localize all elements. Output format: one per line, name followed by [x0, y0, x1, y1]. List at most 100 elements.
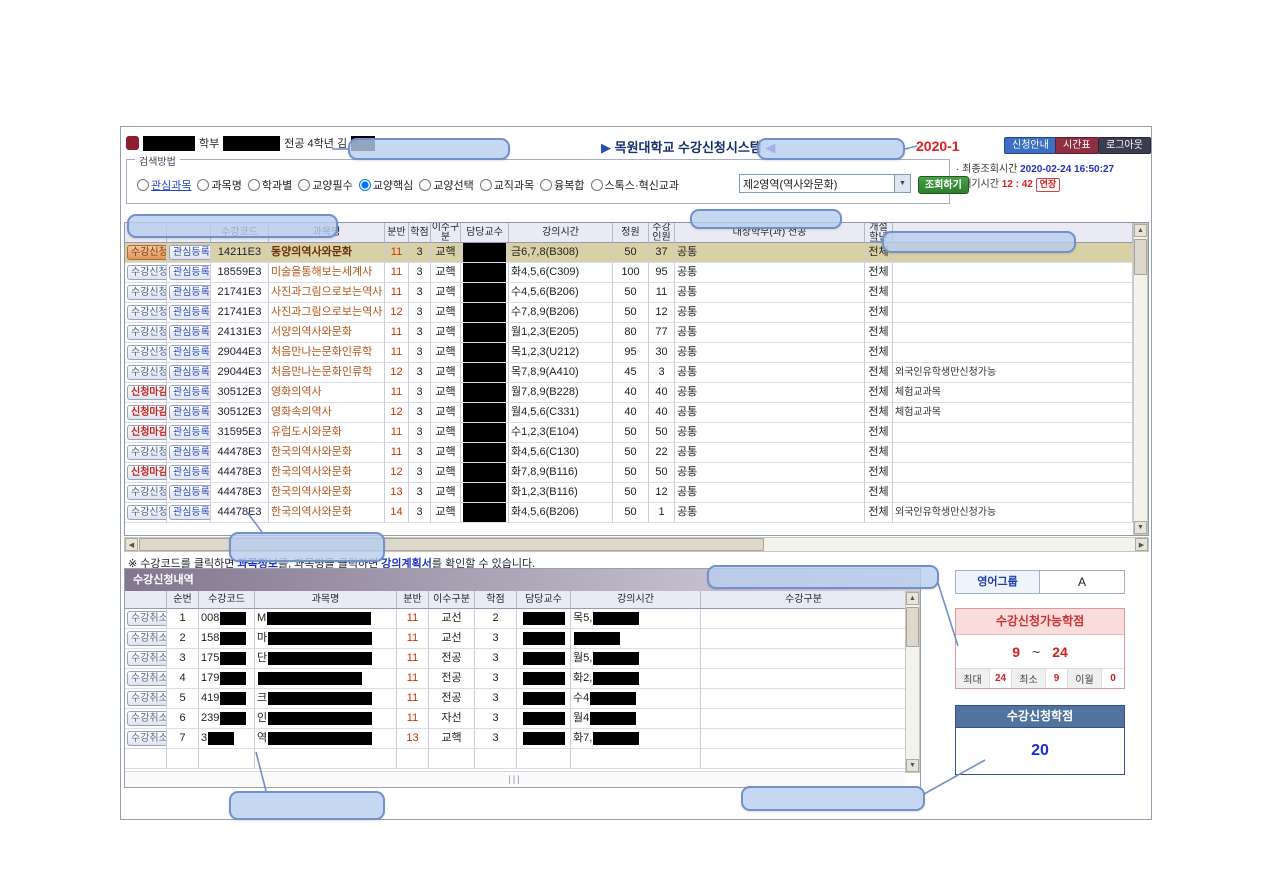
- course-name-link[interactable]: 처음만나는문화인류학: [269, 363, 385, 383]
- register-button[interactable]: 수강신청: [127, 304, 166, 320]
- search-option[interactable]: 학과별: [247, 177, 292, 193]
- course-code-link[interactable]: 30512E3: [211, 403, 269, 423]
- course-code-link[interactable]: 21741E3: [211, 303, 269, 323]
- wishlist-button[interactable]: 관심등록: [169, 364, 210, 380]
- scroll-left-icon[interactable]: ◀: [125, 538, 138, 551]
- course-table-vscrollbar[interactable]: ▲ ▼: [1133, 223, 1148, 535]
- timetable-button[interactable]: 시간표: [1055, 137, 1099, 154]
- register-button[interactable]: 수강신청: [127, 264, 166, 280]
- search-option[interactable]: 관심과목: [137, 177, 191, 193]
- course-code-link[interactable]: 44478E3: [211, 483, 269, 503]
- course-code-link[interactable]: 18559E3: [211, 263, 269, 283]
- enrolled-vscrollbar[interactable]: ▲ ▼: [905, 591, 920, 773]
- search-option-radio[interactable]: [419, 179, 432, 191]
- wishlist-button[interactable]: 관심등록: [169, 424, 210, 440]
- course-name-link[interactable]: 유럽도시와문화: [269, 423, 385, 443]
- scroll-up-icon[interactable]: ▲: [906, 592, 919, 605]
- scroll-down-icon[interactable]: ▼: [906, 759, 919, 772]
- register-button[interactable]: 수강신청: [127, 484, 166, 500]
- course-name-link[interactable]: 한국의역사와문화: [269, 503, 385, 523]
- course-code-link[interactable]: 44478E3: [211, 463, 269, 483]
- register-button[interactable]: 수강신청: [127, 324, 166, 340]
- course-name-link[interactable]: 영화의역사: [269, 383, 385, 403]
- wishlist-button[interactable]: 관심등록: [169, 464, 210, 480]
- cancel-registration-button[interactable]: 수강취소: [127, 610, 166, 626]
- course-code-link[interactable]: 29044E3: [211, 363, 269, 383]
- course-code-link[interactable]: 21741E3: [211, 283, 269, 303]
- search-option[interactable]: 교양선택: [419, 177, 474, 193]
- course-name-link[interactable]: 한국의역사와문화: [269, 443, 385, 463]
- search-option[interactable]: 과목명: [197, 177, 242, 193]
- register-button[interactable]: 수강신청: [127, 344, 166, 360]
- search-option-radio[interactable]: [298, 179, 311, 191]
- search-button[interactable]: 조회하기: [918, 176, 969, 194]
- search-option-radio[interactable]: [197, 179, 210, 191]
- course-name-link[interactable]: 한국의역사와문화: [269, 483, 385, 503]
- course-name-link[interactable]: 사진과그림으로보는역사: [269, 283, 385, 303]
- search-option[interactable]: 융복합: [540, 177, 585, 193]
- cancel-registration-button[interactable]: 수강취소: [127, 630, 166, 646]
- wishlist-button[interactable]: 관심등록: [169, 324, 210, 340]
- select-arrow-icon[interactable]: ▼: [894, 175, 910, 192]
- course-code-link[interactable]: 29044E3: [211, 343, 269, 363]
- wishlist-button[interactable]: 관심등록: [169, 284, 210, 300]
- syllabus-link[interactable]: 강의계획서: [381, 558, 432, 570]
- register-button[interactable]: 수강신청: [127, 444, 166, 460]
- cancel-registration-button[interactable]: 수강취소: [127, 670, 166, 686]
- extend-button[interactable]: 연장: [1035, 177, 1061, 192]
- course-code-link[interactable]: 31595E3: [211, 423, 269, 443]
- course-code-link[interactable]: 24131E3: [211, 323, 269, 343]
- search-option-radio[interactable]: [137, 179, 149, 191]
- resize-grip-icon[interactable]: |||: [508, 774, 522, 784]
- search-option-radio[interactable]: [358, 179, 371, 191]
- course-name-link[interactable]: 처음만나는문화인류학: [269, 343, 385, 363]
- cancel-registration-button[interactable]: 수강취소: [127, 730, 166, 746]
- guide-button[interactable]: 신청안내: [1004, 137, 1057, 154]
- cancel-registration-button[interactable]: 수강취소: [127, 690, 166, 706]
- wishlist-button[interactable]: 관심등록: [169, 344, 210, 360]
- register-button[interactable]: 수강신청: [127, 504, 166, 520]
- search-option-radio[interactable]: [479, 179, 492, 191]
- search-option[interactable]: 교양핵심: [358, 177, 413, 193]
- cancel-registration-button[interactable]: 수강취소: [127, 710, 166, 726]
- wishlist-button[interactable]: 관심등록: [169, 444, 210, 460]
- cancel-registration-button[interactable]: 수강취소: [127, 650, 166, 666]
- course-name-link[interactable]: 영화속의역사: [269, 403, 385, 423]
- registration-closed-button[interactable]: 신청마감: [127, 384, 166, 400]
- category-select[interactable]: 제2영역(역사와문화) ▼: [739, 174, 911, 193]
- search-option-radio[interactable]: [540, 179, 553, 191]
- wishlist-button[interactable]: 관심등록: [169, 384, 210, 400]
- register-button[interactable]: 수강신청: [127, 244, 166, 260]
- course-name-link[interactable]: 한국의역사와문화: [269, 463, 385, 483]
- course-name-link[interactable]: 미술을통해보는세계사: [269, 263, 385, 283]
- course-name-link[interactable]: 서양의역사와문화: [269, 323, 385, 343]
- registration-closed-button[interactable]: 신청마감: [127, 424, 166, 440]
- scroll-up-icon[interactable]: ▲: [1134, 224, 1147, 237]
- scroll-thumb[interactable]: [1134, 239, 1147, 275]
- wishlist-button[interactable]: 관심등록: [169, 304, 210, 320]
- logout-button[interactable]: 로그아웃: [1098, 137, 1151, 154]
- course-code-link[interactable]: 14211E3: [211, 243, 269, 263]
- search-option[interactable]: 교양필수: [298, 177, 353, 193]
- scroll-right-icon[interactable]: ▶: [1135, 538, 1148, 551]
- course-code-link[interactable]: 44478E3: [211, 503, 269, 523]
- course-code-link[interactable]: 44478E3: [211, 443, 269, 463]
- wishlist-button[interactable]: 관심등록: [169, 264, 210, 280]
